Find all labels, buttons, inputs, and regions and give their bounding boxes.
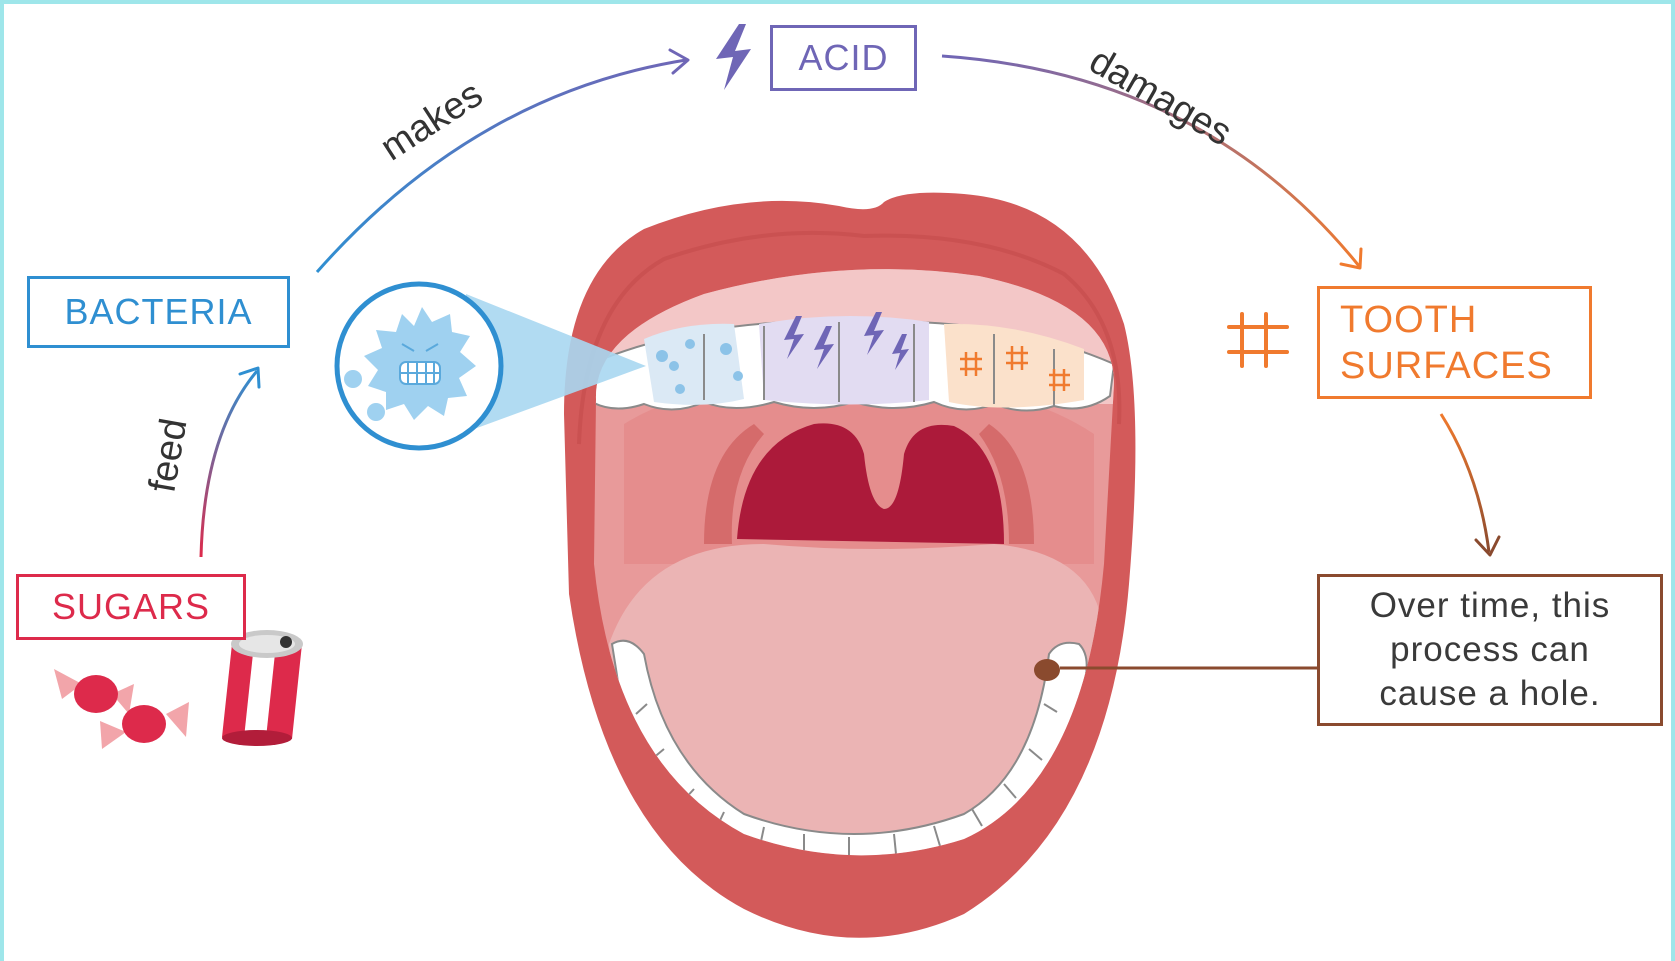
cavity-icon: [1034, 659, 1060, 681]
tooth-label-line1: TOOTH: [1340, 297, 1477, 343]
sugars-box: SUGARS: [16, 574, 246, 640]
mouth-illustration: [564, 193, 1317, 938]
arrow-hole: [1441, 414, 1499, 555]
note-line-2: process can: [1390, 628, 1590, 672]
cavity-note-box: Over time, this process can cause a hole…: [1317, 574, 1663, 726]
acid-box: ACID: [770, 25, 917, 91]
tooth-label-line2: SURFACES: [1340, 343, 1553, 389]
arrow-feed: [201, 368, 259, 557]
tooth-surfaces-box: TOOTH SURFACES: [1317, 286, 1592, 399]
diagram-canvas: [4, 4, 1675, 961]
bacteria-box: BACTERIA: [27, 276, 290, 348]
acid-label: ACID: [798, 37, 888, 79]
hash-icon: [1229, 314, 1287, 366]
soda-can-icon: [222, 630, 303, 746]
candy-icon: [54, 669, 189, 749]
sugars-label: SUGARS: [52, 586, 210, 628]
lightning-icon: [716, 24, 751, 90]
bacteria-label: BACTERIA: [64, 291, 252, 333]
note-line-3: cause a hole.: [1379, 672, 1600, 716]
note-line-1: Over time, this: [1370, 584, 1611, 628]
